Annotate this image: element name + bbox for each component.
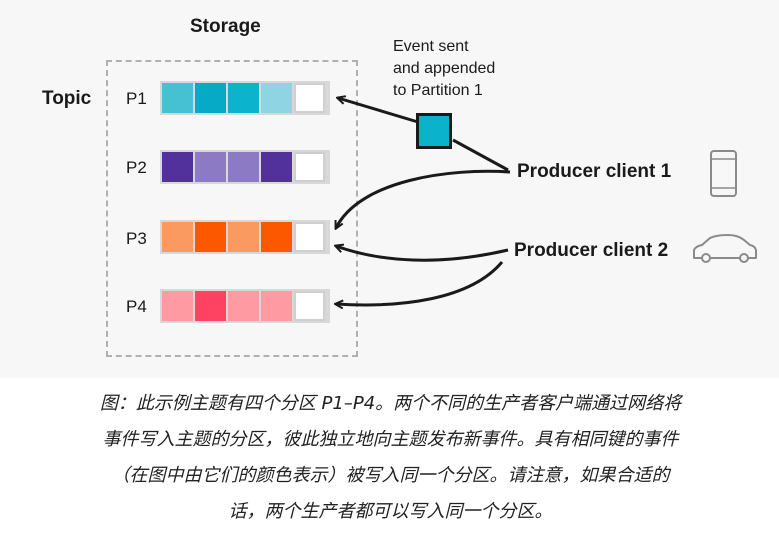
partition-p3 xyxy=(160,220,330,254)
partition-p3-cell xyxy=(195,222,226,252)
producer-client-2-label: Producer client 2 xyxy=(514,240,669,261)
partition-p1-cell xyxy=(228,83,259,113)
producer-client-1-label: Producer client 1 xyxy=(517,161,672,182)
partition-p1-cell xyxy=(195,83,226,113)
partition-p2-cell xyxy=(162,152,193,182)
event-note-line-2: and appended xyxy=(393,60,496,77)
caption-line-4: 话，两个生产者都可以写入同一个分区。 xyxy=(228,501,553,522)
partition-label-p2: P2 xyxy=(126,158,147,177)
partition-p2-cell xyxy=(228,152,259,182)
partition-p4-cell xyxy=(228,291,259,321)
partition-p1-cell xyxy=(294,83,325,113)
arrow-event-to-p1 xyxy=(338,98,419,124)
partition-p2-cell xyxy=(294,152,325,182)
partition-p1-cell xyxy=(162,83,193,113)
partition-p2-cell xyxy=(261,152,292,182)
topic-storage-box xyxy=(106,60,358,357)
caption-line-1: 图：此示例主题有四个分区 P1–P4。两个不同的生产者客户端通过网络将 xyxy=(99,393,682,414)
partition-p2-cell xyxy=(195,152,226,182)
arrow-producer2-to-p4 xyxy=(336,261,504,305)
partition-label-p4: P4 xyxy=(126,297,147,316)
kafka-topic-diagram: Storage Topic P1 P2 P3 P4 Event sent and… xyxy=(0,0,757,378)
arrow-producer1-to-event xyxy=(452,138,509,172)
partition-p4-cell xyxy=(195,291,226,321)
event-note-line-3: to Partition 1 xyxy=(393,82,483,99)
caption-line-3: （在图中由它们的颜色表示）被写入同一个分区。请注意，如果合适的 xyxy=(111,465,670,486)
partition-p4-cell xyxy=(162,291,193,321)
partition-p3-cell xyxy=(162,222,193,252)
arrow-producer1-to-p3 xyxy=(336,169,511,228)
partition-p3-cell xyxy=(294,222,325,252)
partition-p4-cell xyxy=(294,291,325,321)
partition-p3-cell xyxy=(228,222,259,252)
partition-p1 xyxy=(160,81,330,115)
arrow-producer2-to-p3 xyxy=(336,246,509,262)
partition-p4 xyxy=(160,289,330,323)
partition-p4-cell xyxy=(261,291,292,321)
caption-line-2: 事件写入主题的分区，彼此独立地向主题发布新事件。具有相同键的事件 xyxy=(102,429,679,450)
car-icon xyxy=(693,234,757,263)
figure-caption: 图：此示例主题有四个分区 P1–P4。两个不同的生产者客户端通过网络将 事件写入… xyxy=(18,386,763,530)
partition-p1-cell xyxy=(261,83,292,113)
storage-label: Storage xyxy=(190,16,261,37)
event-note-line-1: Event sent xyxy=(393,38,469,55)
partition-label-p1: P1 xyxy=(126,89,147,108)
partition-label-p3: P3 xyxy=(126,229,147,248)
arrow-layer xyxy=(0,0,757,378)
partition-p2 xyxy=(160,150,330,184)
event-square xyxy=(416,113,452,149)
event-note: Event sent and appended to Partition 1 xyxy=(393,36,495,102)
partition-p3-cell xyxy=(261,222,292,252)
phone-icon xyxy=(710,150,737,197)
topic-label: Topic xyxy=(42,88,92,109)
